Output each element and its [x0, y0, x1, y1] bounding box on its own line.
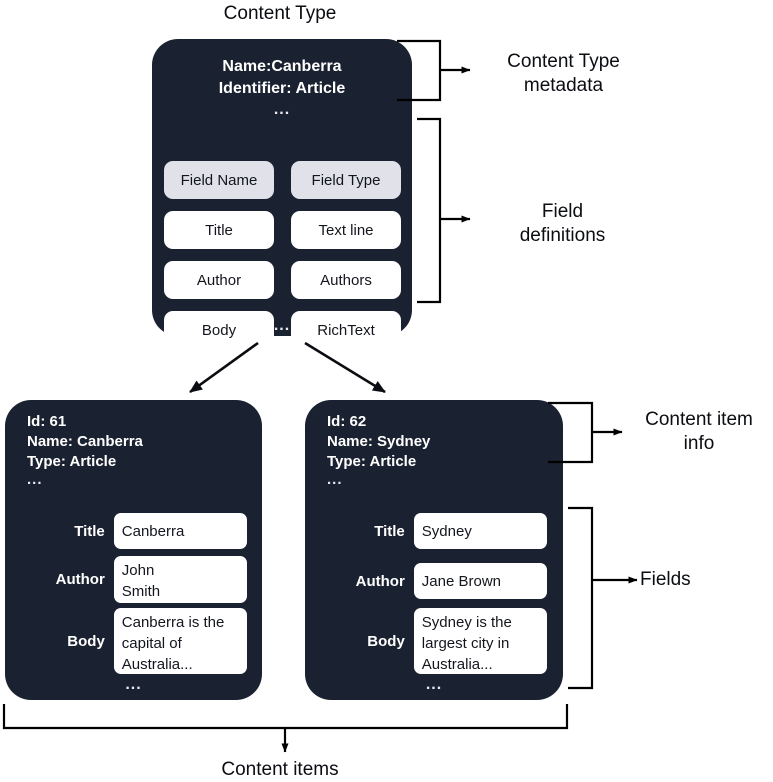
field-definition-name-label-2: Body [201, 321, 237, 339]
content-item-name-1: Name: Sydney [327, 433, 431, 450]
annotation-fields: Fields [640, 569, 691, 590]
content-item-field-row-1-2: Body Sydney is the largest city in Austr… [325, 608, 547, 674]
content-item-field-label-0-1: Author [55, 571, 105, 588]
field-type-header-chip: Field Type [291, 161, 401, 199]
content-item-id-1: Id: 62 [327, 413, 367, 430]
content-item-card-0: Id: 61 Name: Canberra Type: Article ... … [5, 400, 262, 700]
content-item-info-ellipsis-1: ... [327, 471, 343, 488]
content-item-field-value-0-2: Canberra is the capital of Australia... [113, 608, 247, 674]
content-item-field-row-0-1: Author John Smith [25, 556, 247, 603]
content-item-field-label-1-0: Title [374, 522, 405, 540]
content-item-info-ellipsis-0: ... [27, 471, 43, 488]
content-item-id-0: Id: 61 [27, 413, 67, 430]
field-definition-name-label-0: Title [205, 221, 233, 239]
content-type-card: Name:Canberra Identifier: Article ... Fi… [152, 39, 412, 349]
field-definition-type-0: Text line [291, 211, 401, 249]
content-item-type-1: Type: Article [327, 453, 417, 470]
content-type-metadata-ellipsis: ... [273, 101, 291, 118]
field-definition-type-label-0: Text line [318, 221, 374, 239]
field-definition-name-1: Author [164, 261, 274, 299]
field-type-header-label: Field Type [311, 171, 381, 189]
field-definition-name-label-1: Author [196, 271, 242, 289]
content-item-field-label-0-0: Title [74, 522, 105, 540]
field-definition-type-label-1: Authors [320, 271, 372, 289]
content-item-field-label-1-1: Author [355, 572, 405, 590]
content-item-field-row-0-0: Title Canberra [25, 513, 247, 549]
field-name-header-chip: Field Name [164, 161, 274, 199]
annotation-field-definitions: Field definitions [519, 201, 606, 246]
content-item-field-value-0-0: Canberra [113, 513, 247, 549]
content-type-identifier: Identifier: Article [218, 80, 346, 97]
page-title-content-type: Content Type [223, 3, 337, 24]
field-definition-type-1: Authors [291, 261, 401, 299]
content-item-field-label-1-2: Body [367, 632, 405, 650]
bracket-content-item-fields [568, 506, 638, 690]
page-title-content-items: Content items [221, 759, 339, 780]
field-name-header-label: Field Name [180, 171, 258, 189]
bracket-content-items [2, 704, 569, 753]
content-item-fields-ellipsis-0: ... [125, 676, 142, 693]
content-item-field-row-1-0: Title Sydney [325, 513, 547, 549]
content-item-field-row-0-2: Body Canberra is the capital of Australi… [25, 608, 247, 674]
bracket-field-definitions [417, 117, 471, 304]
annotation-content-type-metadata: Content Type metadata [507, 51, 620, 96]
content-item-field-label-0-2: Body [67, 632, 105, 650]
content-type-name: Name:Canberra [222, 58, 342, 75]
content-type-fields-ellipsis: ... [273, 317, 291, 334]
field-definition-name-0: Title [164, 211, 274, 249]
content-item-field-value-0-1: John Smith [113, 556, 247, 603]
arrow-content-type-to-item-0 [189, 341, 259, 394]
content-item-field-value-1-0: Sydney [413, 513, 547, 549]
content-item-field-row-1-1: Author Jane Brown [325, 563, 547, 599]
arrow-content-type-to-item-1 [304, 341, 386, 394]
content-item-field-value-1-2: Sydney is the largest city in Australia.… [413, 608, 547, 674]
content-item-card-1: Id: 62 Name: Sydney Type: Article ... Ti… [305, 400, 563, 700]
content-item-type-0: Type: Article [27, 453, 117, 470]
content-item-fields-ellipsis-1: ... [425, 676, 443, 693]
annotation-content-item-info: Content item info [645, 409, 753, 454]
content-item-name-0: Name: Canberra [27, 433, 143, 450]
content-item-field-value-1-1: Jane Brown [413, 563, 547, 599]
field-definition-type-label-2: RichText [317, 321, 375, 339]
